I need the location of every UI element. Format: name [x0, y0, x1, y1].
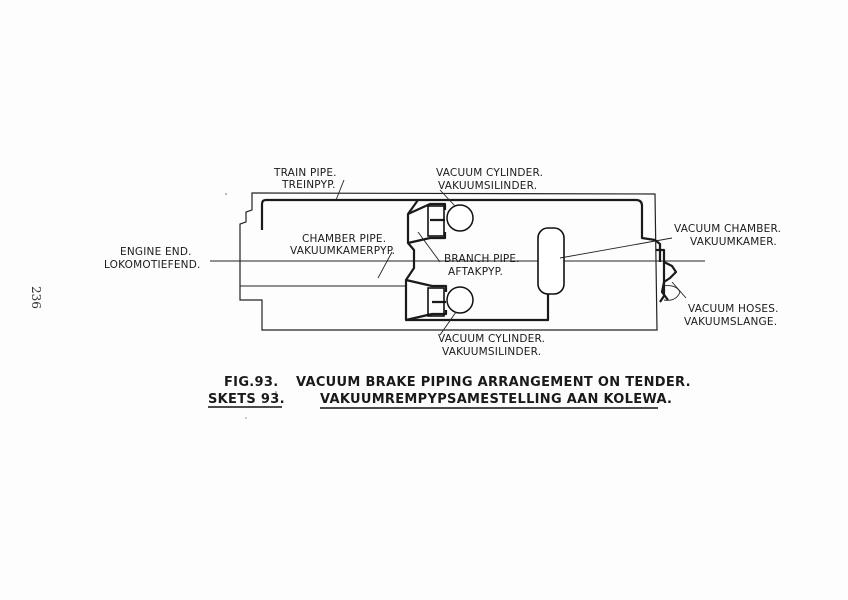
label-vakuumkamer: VAKUUMKAMER.	[690, 236, 777, 248]
leader-vacuum-cylinder-bottom	[439, 311, 457, 336]
leader-train-pipe	[335, 179, 345, 201]
branch-pipe-lower-link	[405, 278, 448, 322]
hose-coupling	[661, 285, 681, 301]
leader-chamber-pipe	[377, 251, 393, 279]
branch-pipe	[404, 199, 550, 322]
label-vacuum-hoses: VACUUM HOSES.	[688, 303, 779, 315]
label-vacuum-cylinder-bottom: VACUUM CYLINDER.	[438, 333, 545, 345]
leader-vacuum-chamber	[559, 237, 673, 259]
branch-pipe-upper-link	[407, 202, 447, 245]
label-chamber-pipe: CHAMBER PIPE.	[302, 233, 386, 245]
caption-sket-title: VAKUUMREMPYPSAMESTELLING AAN KOLEWA.	[320, 392, 672, 407]
label-vacuum-cylinder-top: VACUUM CYLINDER.	[436, 167, 543, 179]
leader-vacuum-cylinder-top	[439, 189, 456, 207]
vacuum-cylinder-top	[446, 204, 474, 232]
label-vakuumkamerpyp: VAKUUMKAMERPYP.	[290, 245, 395, 257]
leader-vacuum-hoses	[671, 281, 687, 299]
label-aftakpyp: AFTAKPYP.	[448, 266, 503, 278]
label-vacuum-chamber: VACUUM CHAMBER.	[674, 223, 781, 235]
page-number: 236	[29, 286, 43, 309]
train-pipe	[260, 198, 662, 262]
caption-fig-title: VACUUM BRAKE PIPING ARRANGEMENT ON TENDE…	[296, 375, 691, 390]
vacuum-hoses	[656, 248, 678, 303]
label-vakuumsilinder-bottom: VAKUUMSILINDER.	[442, 346, 541, 358]
label-train-pipe: TRAIN PIPE.	[273, 167, 337, 179]
vacuum-chamber	[537, 227, 565, 295]
caption-sket-label: SKETS 93.	[208, 392, 285, 407]
label-vakuumslange: VAKUUMSLANGE.	[684, 316, 777, 328]
upper-junction-block	[427, 205, 445, 237]
leader-branch-pipe	[417, 231, 441, 263]
label-branch-pipe: BRANCH PIPE.	[444, 253, 520, 265]
scan-speck	[245, 417, 247, 419]
scan-speck	[225, 193, 227, 195]
tender-outline	[239, 192, 658, 331]
vacuum-cylinder-bottom	[446, 286, 474, 314]
label-engine-end: ENGINE END.	[120, 246, 192, 258]
scan-speck	[275, 391, 277, 393]
label-vakuumsilinder-top: VAKUUMSILINDER.	[438, 180, 537, 192]
caption-fig-label: FIG.93.	[224, 375, 278, 390]
lower-junction-block	[427, 287, 445, 317]
label-treinpyp: TREINPYP.	[281, 179, 336, 191]
label-lokomotiefend: LOKOMOTIEFEND.	[104, 259, 201, 271]
